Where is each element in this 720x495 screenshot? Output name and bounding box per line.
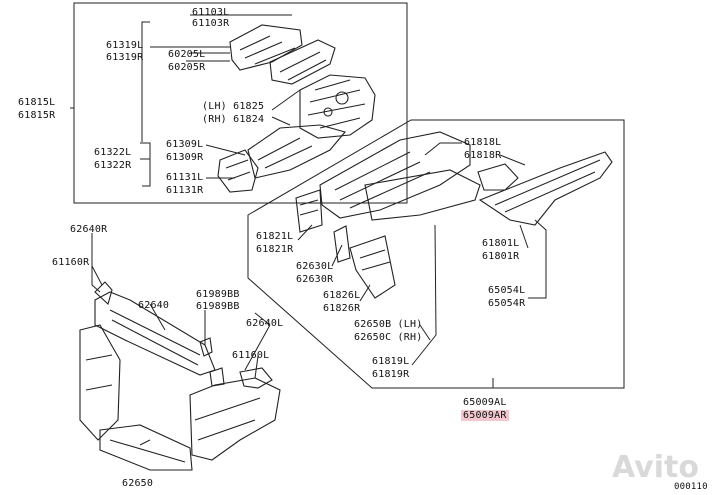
label-61821r: 61821R bbox=[256, 244, 294, 255]
part-shapes bbox=[79, 24, 613, 471]
label-61819r: 61819R bbox=[372, 369, 410, 380]
label-61815r: 61815R bbox=[18, 110, 56, 121]
label-61160r: 61160R bbox=[52, 257, 90, 268]
label-61818r: 61818R bbox=[464, 150, 502, 161]
label-65009al: 65009AL bbox=[463, 397, 507, 408]
label-61825: (LH) 61825 bbox=[202, 101, 265, 112]
label-61815l: 61815L bbox=[18, 97, 56, 108]
label-61309l: 61309L bbox=[166, 139, 204, 150]
label-61801r: 61801R bbox=[482, 251, 520, 262]
label-62650b: 62650B (LH) bbox=[354, 319, 423, 330]
label-61826r: 61826R bbox=[323, 303, 361, 314]
label-61818l: 61818L bbox=[464, 137, 502, 148]
upper-group-box bbox=[73, 2, 408, 204]
label-62630l: 62630L bbox=[296, 261, 334, 272]
label-61319r: 61319R bbox=[106, 52, 144, 63]
label-62650: 62650 bbox=[122, 478, 154, 489]
lower-group-box bbox=[247, 119, 625, 389]
label-61322l: 61322L bbox=[94, 147, 132, 158]
label-61160l: 61160L bbox=[232, 350, 270, 361]
label-61103l: 61103L bbox=[192, 7, 230, 18]
label-61824: (RH) 61824 bbox=[202, 114, 265, 125]
label-62630r: 62630R bbox=[296, 274, 334, 285]
label-61821l: 61821L bbox=[256, 231, 294, 242]
label-61989bb-a: 61989BB bbox=[196, 289, 240, 300]
label-65009ar: 65009AR bbox=[461, 410, 509, 421]
label-65054l: 65054L bbox=[488, 285, 526, 296]
label-60205l: 60205L bbox=[168, 49, 206, 60]
label-61309r: 61309R bbox=[166, 152, 204, 163]
label-61319l: 61319L bbox=[106, 40, 144, 51]
label-62640l: 62640L bbox=[246, 318, 284, 329]
label-61103r: 61103R bbox=[192, 18, 230, 29]
diagram-code: 000110 bbox=[674, 482, 708, 492]
label-60205r: 60205R bbox=[168, 62, 206, 73]
label-61131r: 61131R bbox=[166, 185, 204, 196]
label-61801l: 61801L bbox=[482, 238, 520, 249]
label-65054r: 65054R bbox=[488, 298, 526, 309]
avito-watermark: Avito bbox=[612, 450, 699, 485]
label-61819l: 61819L bbox=[372, 356, 410, 367]
label-61131l: 61131L bbox=[166, 172, 204, 183]
label-61826l: 61826L bbox=[323, 290, 361, 301]
label-61989bb-b: 61989BB bbox=[196, 301, 240, 312]
label-61322r: 61322R bbox=[94, 160, 132, 171]
label-62640: 62640 bbox=[138, 300, 170, 311]
label-62650c: 62650C (RH) bbox=[354, 332, 423, 343]
label-62640r: 62640R bbox=[70, 224, 108, 235]
